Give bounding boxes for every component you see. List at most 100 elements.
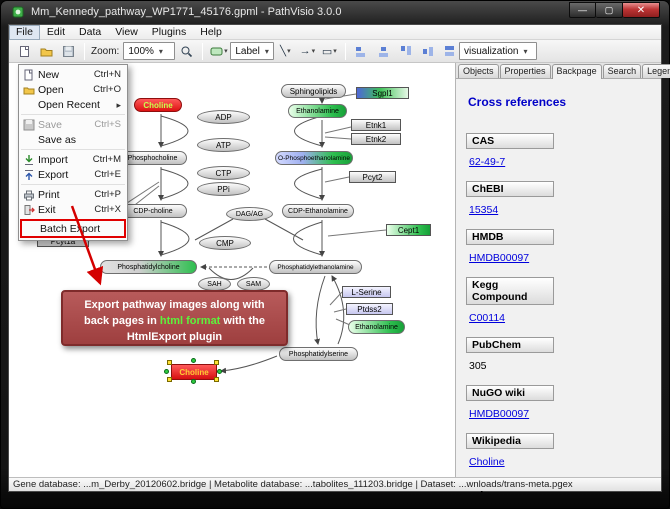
align-top-icon[interactable]	[395, 42, 416, 61]
print-icon	[23, 189, 38, 201]
menu-item-exit[interactable]: Exit Ctrl+X	[19, 202, 127, 217]
pathway-node[interactable]: Ethanolamine	[348, 320, 405, 334]
xref-header-hmdb: HMDB	[466, 229, 554, 245]
selection-handle[interactable]	[191, 379, 196, 384]
selection-handle[interactable]	[167, 377, 172, 382]
import-icon	[23, 154, 38, 166]
xref-link-kegg[interactable]: C00114	[469, 312, 506, 324]
datanode-icon[interactable]	[208, 42, 229, 61]
menu-item-print[interactable]: Print Ctrl+P	[19, 187, 127, 202]
menu-edit[interactable]: Edit	[46, 26, 66, 38]
export-icon	[23, 169, 38, 181]
pathway-node[interactable]: PPi	[197, 182, 250, 196]
tab-properties[interactable]: Properties	[499, 64, 551, 78]
pathway-node[interactable]: Etnk2	[351, 133, 401, 145]
selection-handle[interactable]	[167, 360, 172, 365]
pathway-node[interactable]: DAG/AG	[226, 207, 273, 221]
pathway-node[interactable]: Sgpl1	[356, 87, 409, 99]
pathway-node[interactable]: Choline	[134, 98, 182, 112]
menu-plugins[interactable]: Plugins	[151, 26, 187, 38]
pathway-node[interactable]: L-Serine	[342, 286, 391, 298]
pathway-node[interactable]: Ethanolamine	[288, 104, 347, 118]
app-icon	[12, 6, 24, 18]
menu-item-open[interactable]: Open Ctrl+O	[19, 82, 127, 97]
menu-file[interactable]: File	[9, 24, 40, 40]
common-width-icon[interactable]	[439, 42, 460, 61]
zoom-magnifier-icon[interactable]	[176, 42, 197, 61]
pathway-node[interactable]: Phosphatidylethanolamine	[269, 260, 362, 274]
menubar: File Edit Data View Plugins Help	[9, 24, 661, 40]
xref-header-wikipedia: Wikipedia	[466, 433, 554, 449]
file-menu: New Ctrl+N Open Ctrl+O Open Recent Save …	[18, 64, 128, 241]
arrow-tool-icon[interactable]	[297, 42, 318, 61]
backpage-panel: Cross references CAS 62-49-7 ChEBI 15354…	[456, 79, 661, 493]
xref-link-cas[interactable]: 62-49-7	[469, 156, 506, 168]
menu-item-new[interactable]: New Ctrl+N	[19, 67, 127, 82]
statusbar: Gene database: ...m_Derby_20120602.bridg…	[9, 477, 661, 491]
label-tool-dropdown[interactable]: Label	[230, 42, 274, 60]
toolbar-separator	[84, 42, 85, 60]
pathway-node[interactable]: O-Phosphoethanolamine	[275, 151, 353, 165]
xref-link-chebi[interactable]: 15354	[469, 204, 499, 216]
menu-separator	[21, 184, 125, 185]
open-folder-icon	[23, 84, 38, 96]
pathway-node[interactable]: CMP	[199, 236, 251, 250]
pathway-node[interactable]: SAH	[198, 277, 231, 291]
pathway-node[interactable]: Phosphocholine	[118, 151, 187, 165]
menu-separator	[21, 149, 125, 150]
open-folder-icon[interactable]	[36, 42, 57, 61]
zoom-select[interactable]: 100%	[123, 42, 176, 60]
statusbar-text: Gene database: ...m_Derby_20120602.bridg…	[13, 479, 573, 490]
selection-handle[interactable]	[214, 360, 219, 365]
xref-link-hmdb[interactable]: HMDB00097	[469, 252, 530, 264]
align-center-v-icon[interactable]	[417, 42, 438, 61]
annotation-highlight: html format	[159, 314, 221, 327]
selection-handle[interactable]	[217, 369, 222, 374]
main-area: Sphingolipids Sgpl1 Choline Ethanolamine…	[9, 63, 670, 493]
menu-item-import[interactable]: Import Ctrl+M	[19, 152, 127, 167]
xref-link-nugo[interactable]: HMDB00097	[469, 408, 530, 420]
save-icon	[23, 119, 38, 131]
pathway-node[interactable]: Phosphatidylcholine	[100, 260, 197, 274]
pathway-node[interactable]: ATP	[197, 138, 250, 152]
xref-link-wikipedia[interactable]: Choline	[469, 456, 505, 468]
pathway-node[interactable]: CTP	[197, 166, 250, 180]
menu-item-open-recent[interactable]: Open Recent	[19, 97, 127, 112]
align-center-h-icon[interactable]	[373, 42, 394, 61]
pathway-node[interactable]: CDP-Ethanolamine	[282, 204, 354, 218]
tab-objects[interactable]: Objects	[458, 64, 499, 78]
menu-help[interactable]: Help	[200, 26, 222, 38]
tab-backpage[interactable]: Backpage	[551, 64, 602, 79]
align-left-icon[interactable]	[351, 42, 372, 61]
pathway-node[interactable]: Pcyt2	[349, 171, 396, 183]
pathway-node[interactable]: Phosphatidylserine	[279, 347, 358, 361]
save-icon[interactable]	[58, 42, 79, 61]
line-tool-icon[interactable]	[275, 42, 296, 61]
selection-handle[interactable]	[164, 369, 169, 374]
menu-item-export[interactable]: Export Ctrl+E	[19, 167, 127, 182]
pathway-node[interactable]: Sphingolipids	[281, 84, 346, 98]
pathway-node[interactable]: Cept1	[386, 224, 431, 236]
menu-item-batch-export[interactable]: Batch Export	[20, 219, 126, 238]
tab-search[interactable]: Search	[602, 64, 642, 78]
menu-item-save[interactable]: Save Ctrl+S	[19, 117, 127, 132]
selection-handle[interactable]	[191, 358, 196, 363]
window-buttons: — ▢ ✕	[569, 2, 660, 18]
shape-tool-icon[interactable]	[319, 42, 340, 61]
tab-legend[interactable]: Legend	[642, 64, 670, 78]
menu-item-save-as[interactable]: Save as	[38, 133, 76, 146]
new-file-icon[interactable]	[14, 42, 35, 61]
pathway-node[interactable]: Ptdss2	[346, 303, 393, 315]
pathway-node-selected[interactable]: Choline	[171, 364, 217, 380]
pathway-node[interactable]: SAM	[237, 277, 270, 291]
visualization-select[interactable]: visualization	[459, 42, 537, 60]
close-icon[interactable]: ✕	[623, 2, 660, 18]
pathway-node[interactable]: CDP-choline	[119, 204, 187, 218]
maximize-icon[interactable]: ▢	[596, 2, 623, 18]
selection-handle[interactable]	[214, 377, 219, 382]
menu-view[interactable]: View	[115, 26, 138, 38]
minimize-icon[interactable]: —	[569, 2, 596, 18]
pathway-node[interactable]: Etnk1	[351, 119, 401, 131]
menu-data[interactable]: Data	[79, 26, 102, 38]
pathway-node[interactable]: ADP	[197, 110, 250, 124]
